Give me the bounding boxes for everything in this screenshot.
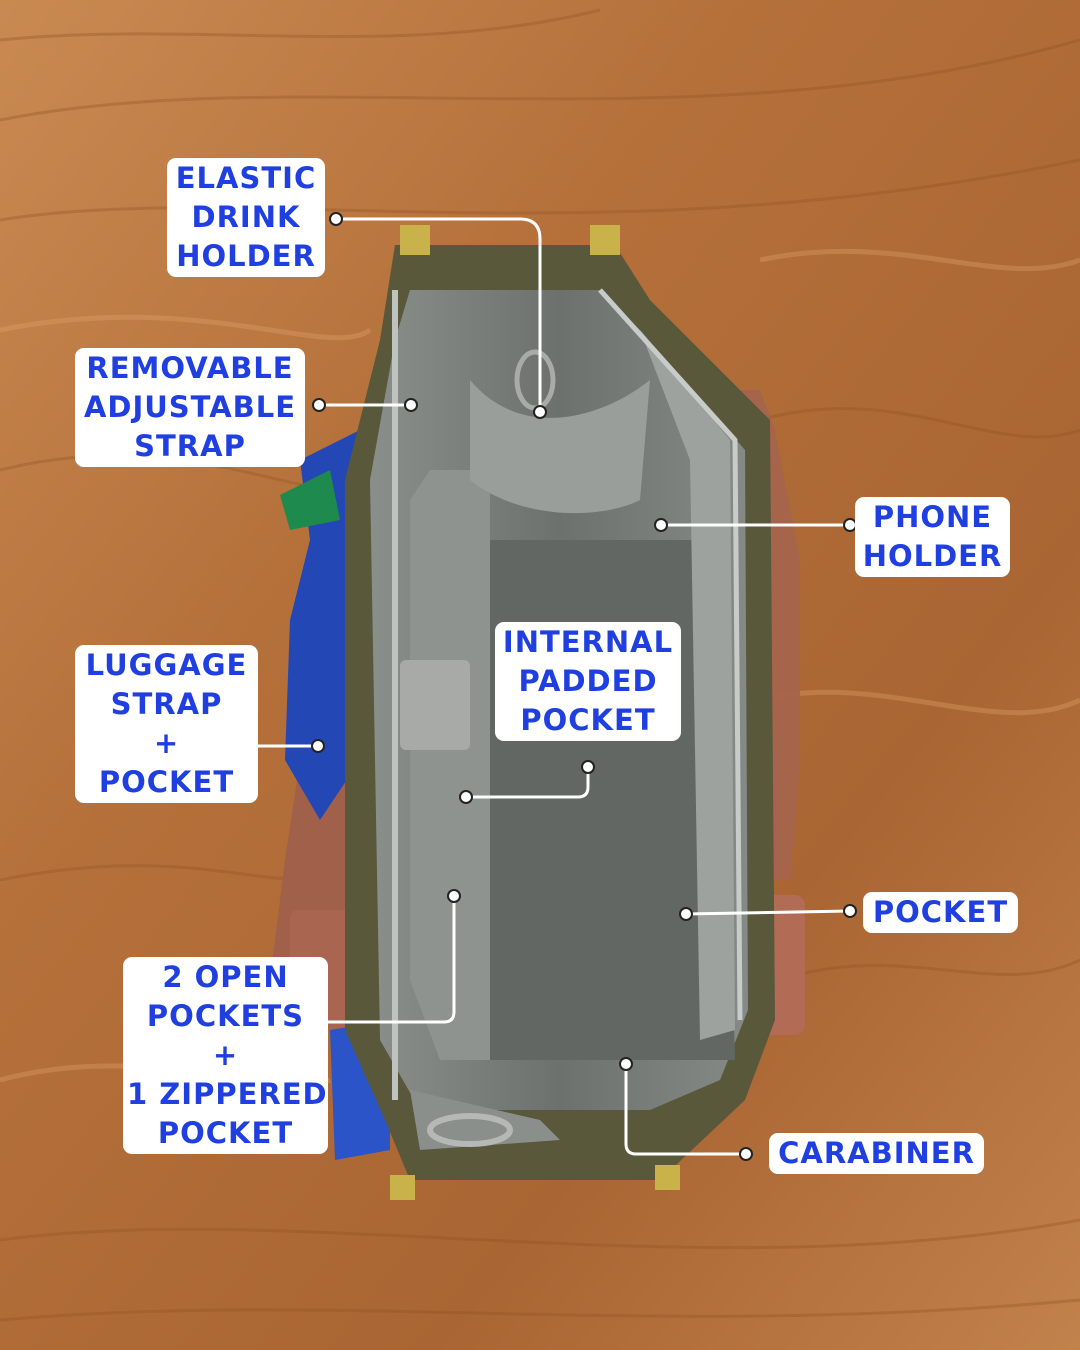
connector-drink-holder xyxy=(336,217,542,412)
label-line: LUGGAGE xyxy=(85,648,248,682)
label-line: POCKETS xyxy=(146,999,305,1033)
label-line: + xyxy=(153,726,180,760)
label-line: CARABINER xyxy=(778,1136,975,1170)
label-internal-padded-pocket: INTERNAL PADDED POCKET xyxy=(495,622,681,741)
label-luggage-strap-pocket: LUGGAGE STRAP + POCKET xyxy=(75,645,258,803)
label-line: DRINK xyxy=(191,200,301,234)
label-open-zippered-pockets: 2 OPEN POCKETS + 1 ZIPPERED POCKET xyxy=(123,957,328,1154)
label-pocket: POCKET xyxy=(863,892,1018,933)
label-line: ADJUSTABLE xyxy=(83,390,297,424)
label-line: HOLDER xyxy=(176,239,316,273)
connector-pocket xyxy=(685,909,851,916)
label-removable-adjustable-strap: REMOVABLE ADJUSTABLE STRAP xyxy=(75,348,305,467)
label-line: 1 ZIPPERED xyxy=(127,1077,328,1111)
label-line: PHONE xyxy=(872,500,993,534)
label-line: STRAP xyxy=(110,687,223,721)
label-line: HOLDER xyxy=(862,539,1003,573)
connector-lines xyxy=(241,217,851,1156)
label-phone-holder: PHONE HOLDER xyxy=(855,497,1010,577)
label-line: POCKET xyxy=(520,703,656,737)
label-line: ELASTIC xyxy=(175,161,317,195)
label-line: STRAP xyxy=(134,429,246,463)
label-line: POCKET xyxy=(157,1116,294,1150)
label-line: + xyxy=(212,1038,239,1072)
label-line: INTERNAL xyxy=(502,625,674,659)
label-carabiner: CARABINER xyxy=(769,1133,984,1174)
label-line: POCKET xyxy=(98,765,235,799)
label-elastic-drink-holder: ELASTIC DRINK HOLDER xyxy=(167,158,325,277)
connector-carabiner xyxy=(624,1064,746,1156)
label-line: 2 OPEN xyxy=(162,960,289,994)
connector-open-pockets xyxy=(316,896,456,1024)
label-line: PADDED xyxy=(518,664,658,698)
label-line: REMOVABLE xyxy=(86,351,294,385)
label-line: POCKET xyxy=(872,895,1009,929)
connector-padded-pocket xyxy=(466,767,590,799)
